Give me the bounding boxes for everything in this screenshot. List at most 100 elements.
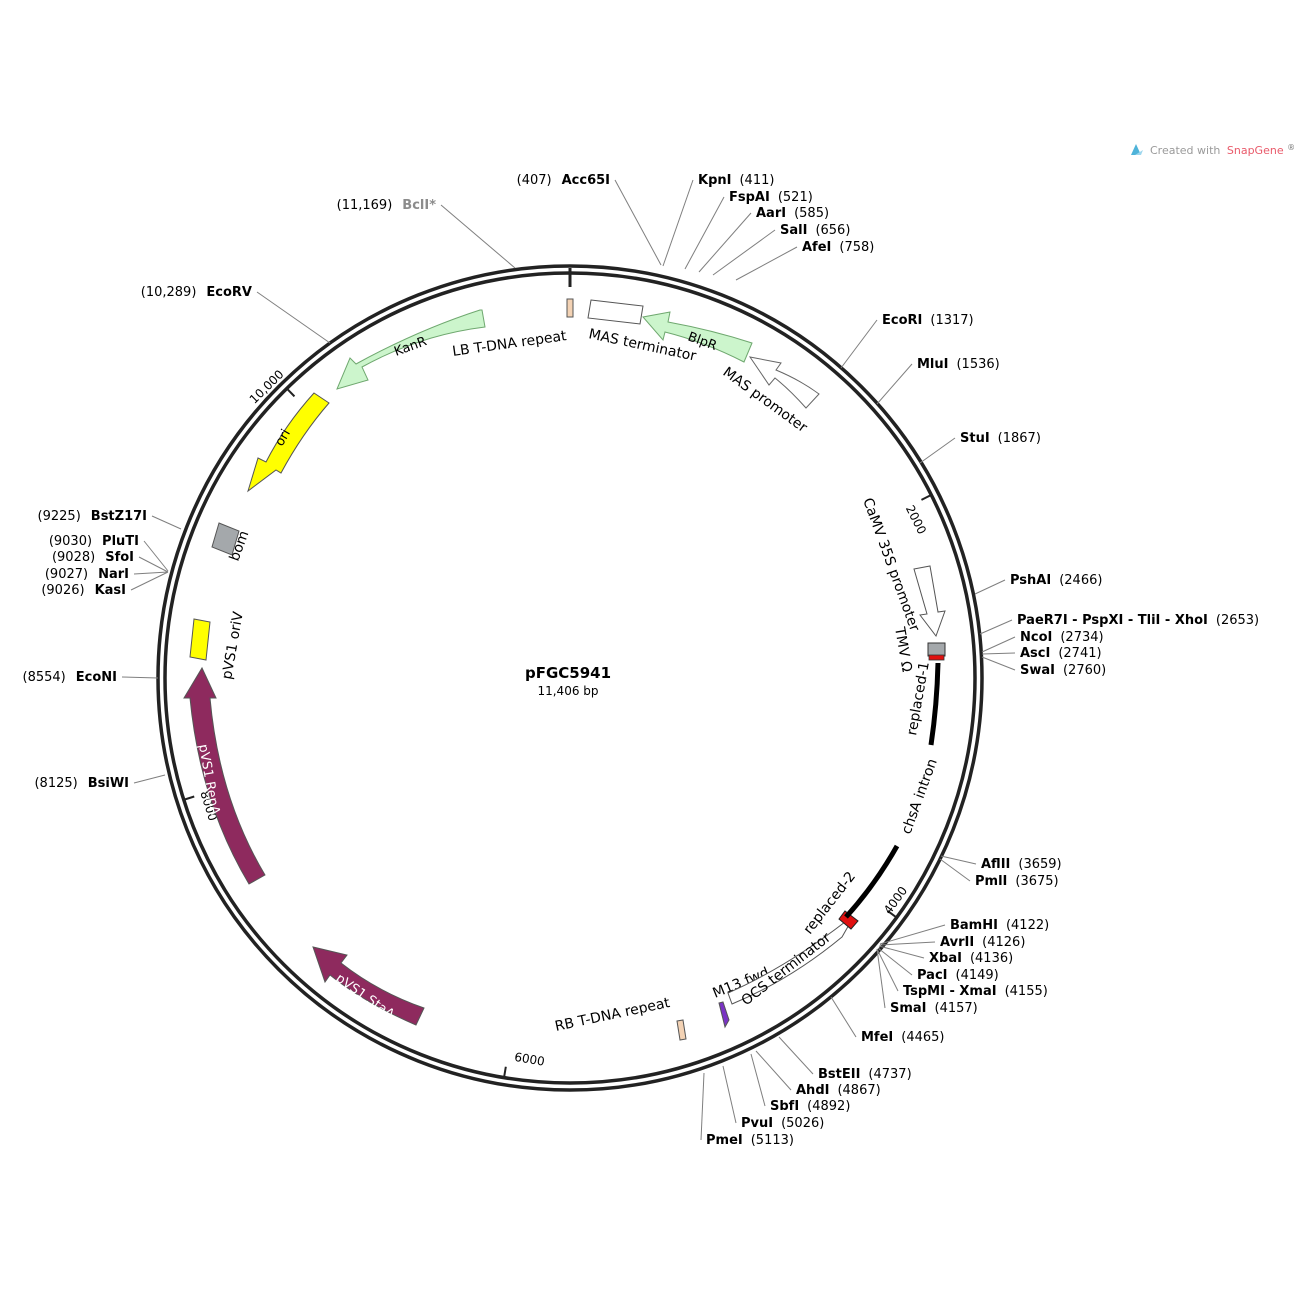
site-kpni[interactable]: KpnI(411)	[662, 173, 774, 267]
pvs1-repa-arrow[interactable]	[183, 666, 266, 885]
site-name: BstZ17I	[91, 509, 147, 524]
site-avrii[interactable]: AvrII(4126)	[879, 935, 1025, 950]
site-pluti[interactable]: (9030)PluTI	[49, 534, 169, 572]
site-aflii[interactable]: AflII(3659)	[940, 855, 1062, 872]
site-position: (11,169)	[337, 198, 393, 213]
site-bamhi[interactable]: BamHI(4122)	[879, 918, 1049, 945]
ocs-terminator-arrow[interactable]	[727, 921, 851, 1005]
mas-promoter-arrow[interactable]	[748, 356, 820, 409]
site-asci[interactable]: AscI(2741)	[981, 646, 1102, 661]
tmv-omega-label: TMV Ω	[891, 625, 915, 674]
site-position: (9027)	[45, 567, 88, 582]
site-sfoi[interactable]: (9028)SfoI	[52, 550, 169, 573]
site-leader-line	[133, 571, 169, 575]
site-ahdi[interactable]: AhdI(4867)	[755, 1050, 881, 1098]
site-ecori[interactable]: EcoRI(1317)	[840, 313, 974, 369]
site-pvui[interactable]: PvuI(5026)	[722, 1065, 824, 1131]
site-leader-line	[143, 540, 169, 572]
site-nari[interactable]: (9027)NarI	[45, 567, 169, 582]
site-xbai[interactable]: XbaI(4136)	[878, 945, 1013, 966]
site-label: (8125)BsiWI	[34, 776, 129, 791]
site-aari[interactable]: AarI(585)	[698, 206, 829, 273]
site-bsiwi[interactable]: (8125)BsiWI	[34, 774, 166, 791]
site-fspai[interactable]: FspAI(521)	[684, 190, 813, 270]
site-pmei[interactable]: PmeI(5113)	[700, 1072, 794, 1148]
site-label: PmlI(3675)	[975, 874, 1059, 889]
site-sbfi[interactable]: SbfI(4892)	[750, 1053, 850, 1114]
tmv-omega-block[interactable]	[927, 642, 946, 657]
site-afei[interactable]: AfeI(758)	[735, 240, 874, 281]
bom-box[interactable]	[211, 522, 240, 556]
site-bsteii[interactable]: BstEII(4737)	[778, 1036, 912, 1082]
replaced-2-marker[interactable]	[838, 910, 859, 930]
pvs1-oriv-box[interactable]	[189, 618, 211, 661]
site-leader-line	[256, 291, 331, 344]
site-tspmi-xmai[interactable]: TspMI - XmaI(4155)	[876, 948, 1048, 999]
site-leader-line	[879, 924, 946, 945]
site-smai[interactable]: SmaI(4157)	[876, 948, 978, 1016]
site-leader-line	[700, 1072, 705, 1141]
kanr-arrow[interactable]	[336, 309, 486, 390]
site-bstz17i[interactable]: (9225) BstZ17I	[38, 509, 182, 530]
plasmid-name: pFGC5941	[525, 664, 611, 682]
site-position: (585)	[794, 206, 829, 221]
site-kasi[interactable]: (9026)KasI	[41, 571, 169, 598]
chsa-intron-label: chsA intron	[899, 757, 941, 837]
site-pmli[interactable]: PmlI(3675)	[939, 858, 1059, 889]
site-mlui[interactable]: MluI(1536)	[876, 357, 1000, 405]
site-leader-line	[440, 204, 516, 269]
site-mfei[interactable]: MfeI(4465)	[830, 996, 944, 1045]
replaced-1-label: replaced-1	[904, 660, 933, 736]
ori-arrow[interactable]	[247, 392, 330, 493]
site-pshai[interactable]: PshAI(2466)	[974, 573, 1102, 595]
camv-35s-promoter-arrow[interactable]	[913, 565, 946, 638]
tick-label: 6000	[513, 1050, 545, 1069]
site-position: (9225)	[38, 509, 81, 524]
mas-terminator-box[interactable]	[587, 299, 644, 325]
blpr-arrow[interactable]	[642, 311, 753, 363]
watermark-reg-mark: ®	[1287, 143, 1295, 152]
site-leader-line	[138, 556, 169, 573]
site-name: Acc65I	[562, 173, 610, 188]
tick-mark	[887, 910, 897, 918]
site-label: (407) Acc65I	[517, 173, 610, 188]
site-acc65i[interactable]: (407) Acc65I	[517, 173, 662, 266]
site-swai[interactable]: SwaI(2760)	[981, 656, 1106, 678]
site-stui[interactable]: StuI(1867)	[919, 431, 1041, 464]
site-sali[interactable]: SalI(656)	[712, 223, 850, 276]
site-label: NcoI(2734)	[1020, 630, 1104, 645]
site-ncoi[interactable]: NcoI(2734)	[981, 630, 1104, 653]
site-leader-line	[684, 196, 725, 270]
site-position: (407)	[517, 173, 552, 188]
site-label: (9225) BstZ17I	[38, 509, 147, 524]
m13-fwd-marker[interactable]	[718, 1001, 730, 1029]
site-position: (4126)	[982, 935, 1025, 950]
site-label: (9026)KasI	[41, 583, 126, 598]
site-name: FspAI	[729, 190, 770, 205]
chsa-intron-line-lower[interactable]	[844, 844, 900, 919]
replaced-1-line[interactable]	[928, 662, 941, 746]
site-name: PmeI	[706, 1133, 743, 1148]
site-leader-line	[879, 941, 936, 946]
site-position: (2734)	[1060, 630, 1103, 645]
site-ecorv[interactable]: (10,289)EcoRV	[141, 285, 331, 344]
site-leader-line	[876, 363, 913, 405]
site-label: PmeI(5113)	[706, 1133, 794, 1148]
site-paer7i-pspxi-tlii-xhoi[interactable]: PaeR7I - PspXI - TliI - XhoI(2653)	[979, 613, 1259, 635]
site-label: (10,289)EcoRV	[141, 285, 252, 300]
site-name: KasI	[95, 583, 126, 598]
site-position: (4867)	[837, 1083, 880, 1098]
lb-repeat-box[interactable]	[566, 298, 574, 318]
site-label: BstEII(4737)	[818, 1067, 912, 1082]
site-name: BsiWI	[88, 776, 129, 791]
site-position: (4157)	[935, 1001, 978, 1016]
pvs1-staa-arrow[interactable]	[312, 946, 425, 1026]
site-paci[interactable]: PacI(4149)	[877, 947, 999, 983]
rb-repeat-box[interactable]	[676, 1019, 687, 1041]
site-name: StuI	[960, 431, 990, 446]
site-econi[interactable]: (8554)EcoNI	[23, 670, 159, 685]
site-position: (2653)	[1216, 613, 1259, 628]
site-label: AscI(2741)	[1020, 646, 1102, 661]
site-bcli-[interactable]: (11,169)BclI*	[337, 198, 516, 269]
